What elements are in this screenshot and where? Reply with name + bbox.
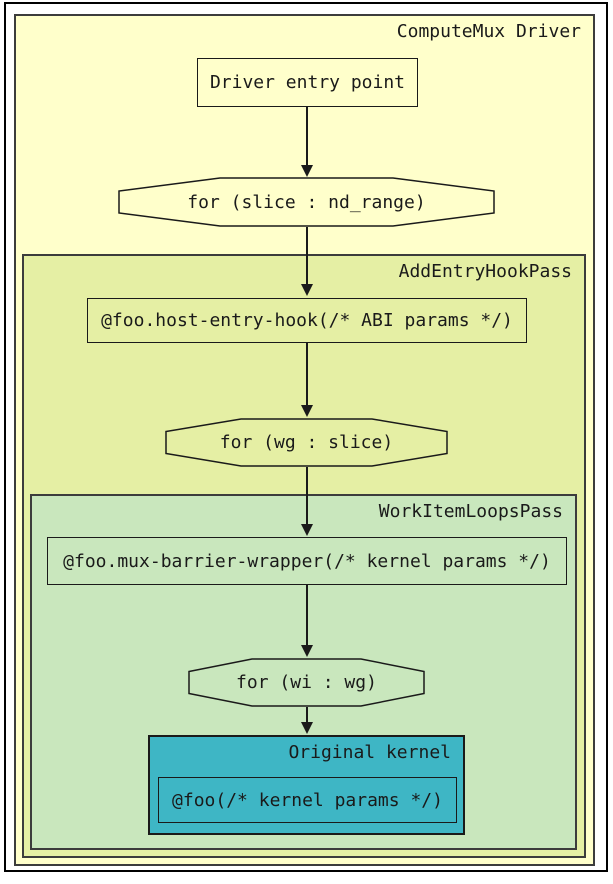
- cluster-work-item-loops-pass-label: WorkItemLoopsPass: [378, 501, 563, 522]
- edge-host-entry-hook-to-loop-wg: [306, 343, 308, 405]
- node-host-entry-hook-label: @foo.host-entry-hook(/* ABI params */): [101, 310, 513, 331]
- arrowhead-down-icon: [301, 405, 313, 417]
- node-driver-entry-point: Driver entry point: [197, 58, 418, 107]
- node-mux-barrier-wrapper: @foo.mux-barrier-wrapper(/* kernel param…: [47, 537, 567, 585]
- node-loop-slice: for (slice : nd_range): [118, 177, 495, 227]
- arrowhead-down-icon: [301, 722, 313, 734]
- arrowhead-down-icon: [301, 645, 313, 657]
- cluster-computemux-driver-label: ComputeMux Driver: [396, 21, 581, 42]
- octagon-shape: [118, 177, 495, 227]
- node-mux-barrier-wrapper-label: @foo.mux-barrier-wrapper(/* kernel param…: [63, 550, 551, 572]
- octagon-shape: [165, 418, 448, 467]
- arrowhead-down-icon: [301, 165, 313, 177]
- node-loop-wi-label: for (wi : wg): [236, 672, 377, 693]
- arrowhead-down-icon: [301, 524, 313, 536]
- cluster-original-kernel-label: Original kernel: [288, 742, 451, 763]
- edge-loop-slice-to-host-entry-hook: [306, 227, 308, 284]
- node-loop-wg: for (wg : slice): [165, 418, 448, 467]
- edge-mux-barrier-wrapper-to-loop-wi: [306, 585, 308, 645]
- node-foo-kernel-label: @foo(/* kernel params */): [172, 789, 443, 811]
- edge-driver-to-loop-slice: [306, 107, 308, 165]
- cluster-add-entry-hook-pass-label: AddEntryHookPass: [398, 261, 572, 282]
- node-host-entry-hook: @foo.host-entry-hook(/* ABI params */): [87, 298, 527, 343]
- node-loop-wi: for (wi : wg): [188, 658, 425, 707]
- edge-loop-wi-to-foo-kernel: [306, 707, 308, 722]
- node-loop-slice-label: for (slice : nd_range): [187, 191, 426, 213]
- cluster-original-kernel: Original kernel: [148, 735, 465, 835]
- edge-loop-wg-to-mux-barrier-wrapper: [306, 467, 308, 524]
- arrowhead-down-icon: [301, 284, 313, 296]
- node-loop-wg-label: for (wg : slice): [219, 432, 394, 453]
- octagon-shape: [188, 658, 425, 707]
- node-foo-kernel: @foo(/* kernel params */): [158, 777, 457, 823]
- node-driver-entry-point-label: Driver entry point: [209, 72, 406, 93]
